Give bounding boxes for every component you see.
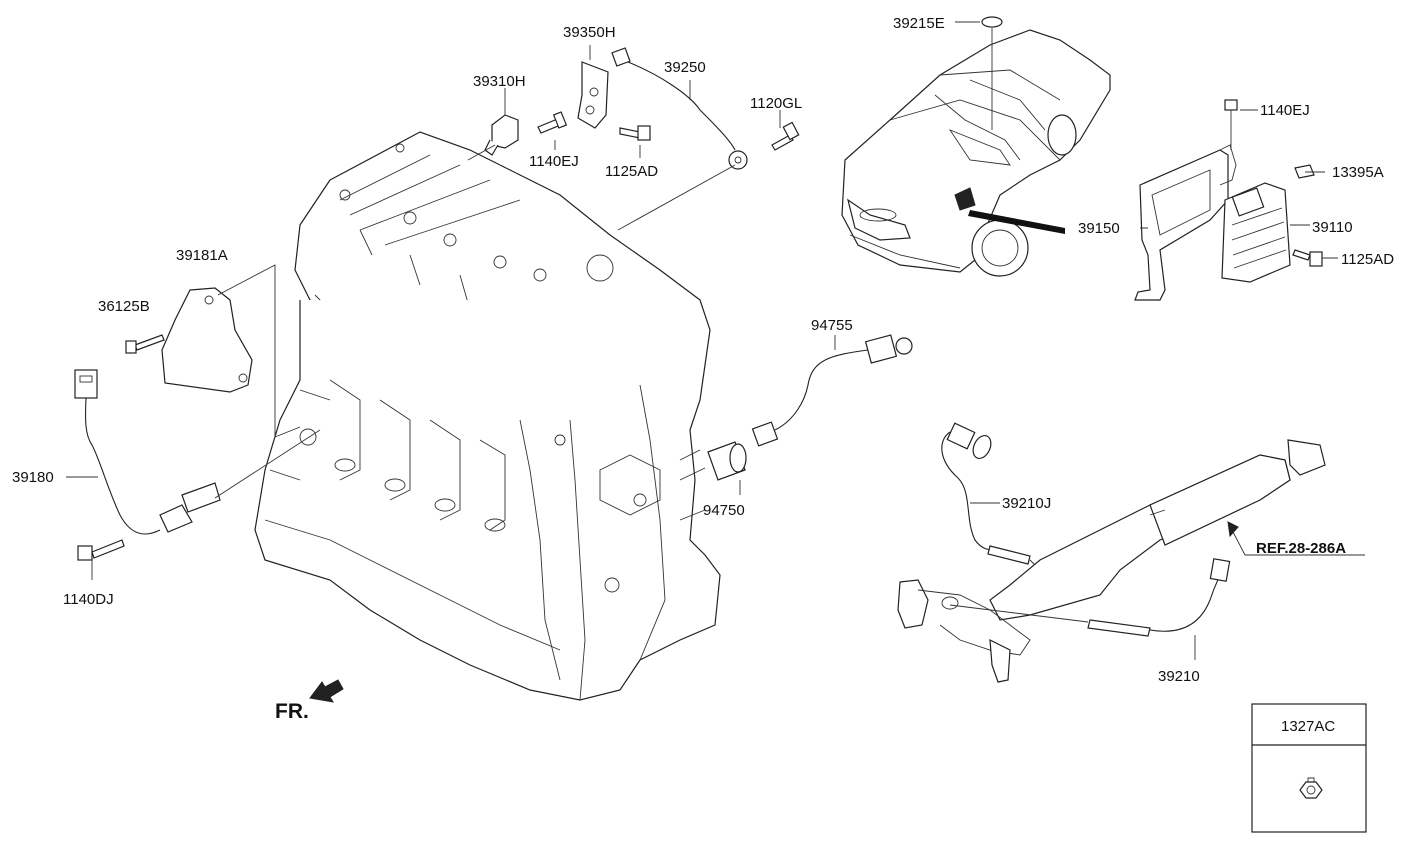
bolt-1140EJ-top (537, 111, 568, 134)
engine-block (254, 131, 721, 701)
bolt-1120GL (771, 121, 800, 151)
catalytic-converter-muffler (897, 439, 1326, 683)
label-1140DJ: 1140DJ (63, 591, 114, 608)
bolt-1140EJ-right (1224, 99, 1238, 150)
label-39250: 39250 (664, 59, 706, 76)
label-1140EJ-right: 1140EJ (1260, 102, 1310, 119)
oxygen-sensor-39210 (1087, 558, 1231, 637)
heat-shield-39181A (161, 287, 253, 393)
oil-pressure-switch-94750 (707, 441, 747, 481)
ecu-bracket-39150 (1134, 144, 1237, 301)
ecu-39110 (1221, 182, 1291, 283)
label-94750: 94750 (703, 502, 745, 519)
crank-position-sensor-39180 (74, 369, 221, 535)
bolt-1140DJ (77, 539, 125, 561)
label-39310H: 39310H (473, 73, 526, 90)
bolt-1125AD-right (1292, 249, 1323, 267)
label-1140EJ-top: 1140EJ (529, 153, 579, 170)
grommet-39215E (981, 16, 1003, 28)
callout-box-label: 1327AC (1281, 718, 1335, 735)
label-13395A: 13395A (1332, 164, 1384, 181)
label-39215E: 39215E (893, 15, 945, 32)
label-39350H: 39350H (563, 24, 616, 41)
bracket-39350H (577, 61, 609, 129)
label-1125AD-top: 1125AD (605, 163, 658, 180)
label-39180: 39180 (12, 469, 54, 486)
label-39210: 39210 (1158, 668, 1200, 685)
front-direction-arrow-icon (309, 679, 344, 703)
ref-arrow-icon (1227, 521, 1365, 556)
nut-13395A (1294, 164, 1315, 179)
vehicle-outline (841, 29, 1111, 277)
part-callout-box (1251, 703, 1367, 833)
label-1120GL: 1120GL (750, 95, 802, 112)
bolt-1125AD-top (619, 125, 651, 141)
front-label: FR. (275, 700, 309, 723)
sensor-harness-94755 (751, 334, 913, 447)
label-39181A: 39181A (176, 247, 228, 264)
oxygen-sensor-39210J (941, 422, 1031, 565)
knock-sensor-39250 (611, 47, 748, 170)
label-94755: 94755 (811, 317, 853, 334)
ref-label: REF.28-286A (1256, 540, 1346, 557)
label-39110: 39110 (1312, 219, 1353, 236)
hex-nut-icon (1299, 777, 1323, 799)
cam-position-sensor-39310H (484, 95, 519, 156)
label-39150: 39150 (1078, 220, 1120, 237)
label-36125B: 36125B (98, 298, 150, 315)
bolt-36125B (125, 334, 165, 354)
label-39210J: 39210J (1002, 495, 1051, 512)
label-1125AD-right: 1125AD (1341, 251, 1394, 268)
